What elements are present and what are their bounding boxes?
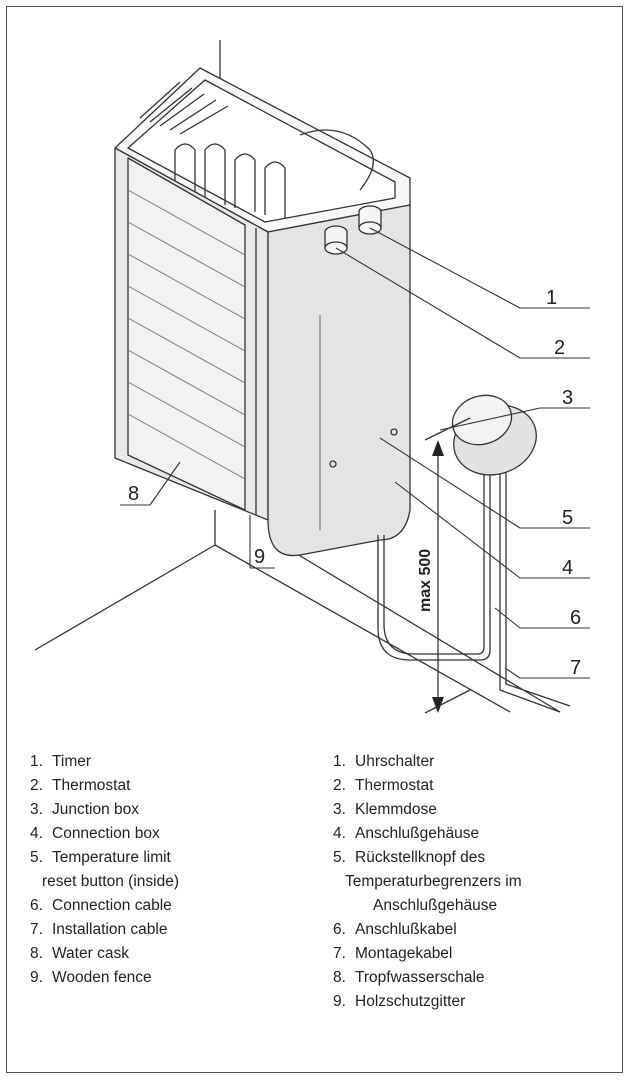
legend-item: 7.Installation cable: [30, 921, 168, 938]
legend-item: 2.Thermostat: [333, 777, 434, 794]
callout-8: 8: [128, 483, 139, 505]
legend-item: 8.Tropfwasserschale: [333, 969, 485, 986]
dimension-label: max 500: [417, 549, 434, 612]
legend-item: 2.Thermostat: [30, 777, 131, 794]
junction-box: [451, 394, 537, 476]
legend-item: 8.Water cask: [30, 945, 129, 962]
legend-item: 1.Uhrschalter: [333, 753, 435, 770]
legend-item: 5.Rückstellknopf des: [333, 849, 486, 866]
callout-1: 1: [546, 287, 557, 309]
legend-item: 3.Junction box: [30, 801, 140, 818]
legend-item: 6.Anschlußkabel: [333, 921, 457, 938]
callout-2: 2: [554, 337, 565, 359]
legend-item: 7.Montagekabel: [333, 945, 453, 962]
callout-4: 4: [562, 557, 573, 579]
legend-item-continuation: Anschlußgehäuse: [373, 897, 498, 914]
heater-unit: [114, 67, 411, 557]
legend-item-continuation: reset button (inside): [42, 873, 179, 890]
legend-item: 4.Connection box: [30, 825, 160, 842]
legend-german: 1.Uhrschalter 2.Thermostat 3.Klemmdose 4…: [333, 750, 613, 1014]
cables: [377, 460, 571, 713]
legend-item: 5.Temperature limit: [30, 849, 171, 866]
legend-item: 3.Klemmdose: [333, 801, 437, 818]
legend-item: 6.Connection cable: [30, 897, 172, 914]
legend-item: 4.Anschlußgehäuse: [333, 825, 480, 842]
callout-6: 6: [570, 607, 581, 629]
legend-item: 9.Holzschutzgitter: [333, 993, 466, 1010]
legend-item: 1.Timer: [30, 753, 92, 770]
legend-item: 9.Wooden fence: [30, 969, 152, 986]
legend-english: 1.Timer 2.Thermostat 3.Junction box 4.Co…: [30, 750, 300, 990]
leader-lines: [120, 227, 590, 679]
legend-item-continuation: Temperaturbegrenzers im: [345, 873, 522, 890]
callout-7: 7: [570, 657, 581, 679]
dimension-arrow: [424, 417, 471, 714]
heater-diagram: 1 2 3 5 4 6 7 8 9 max 500: [34, 40, 590, 714]
callout-9: 9: [254, 546, 265, 568]
callout-3: 3: [562, 387, 573, 409]
callout-5: 5: [562, 507, 573, 529]
